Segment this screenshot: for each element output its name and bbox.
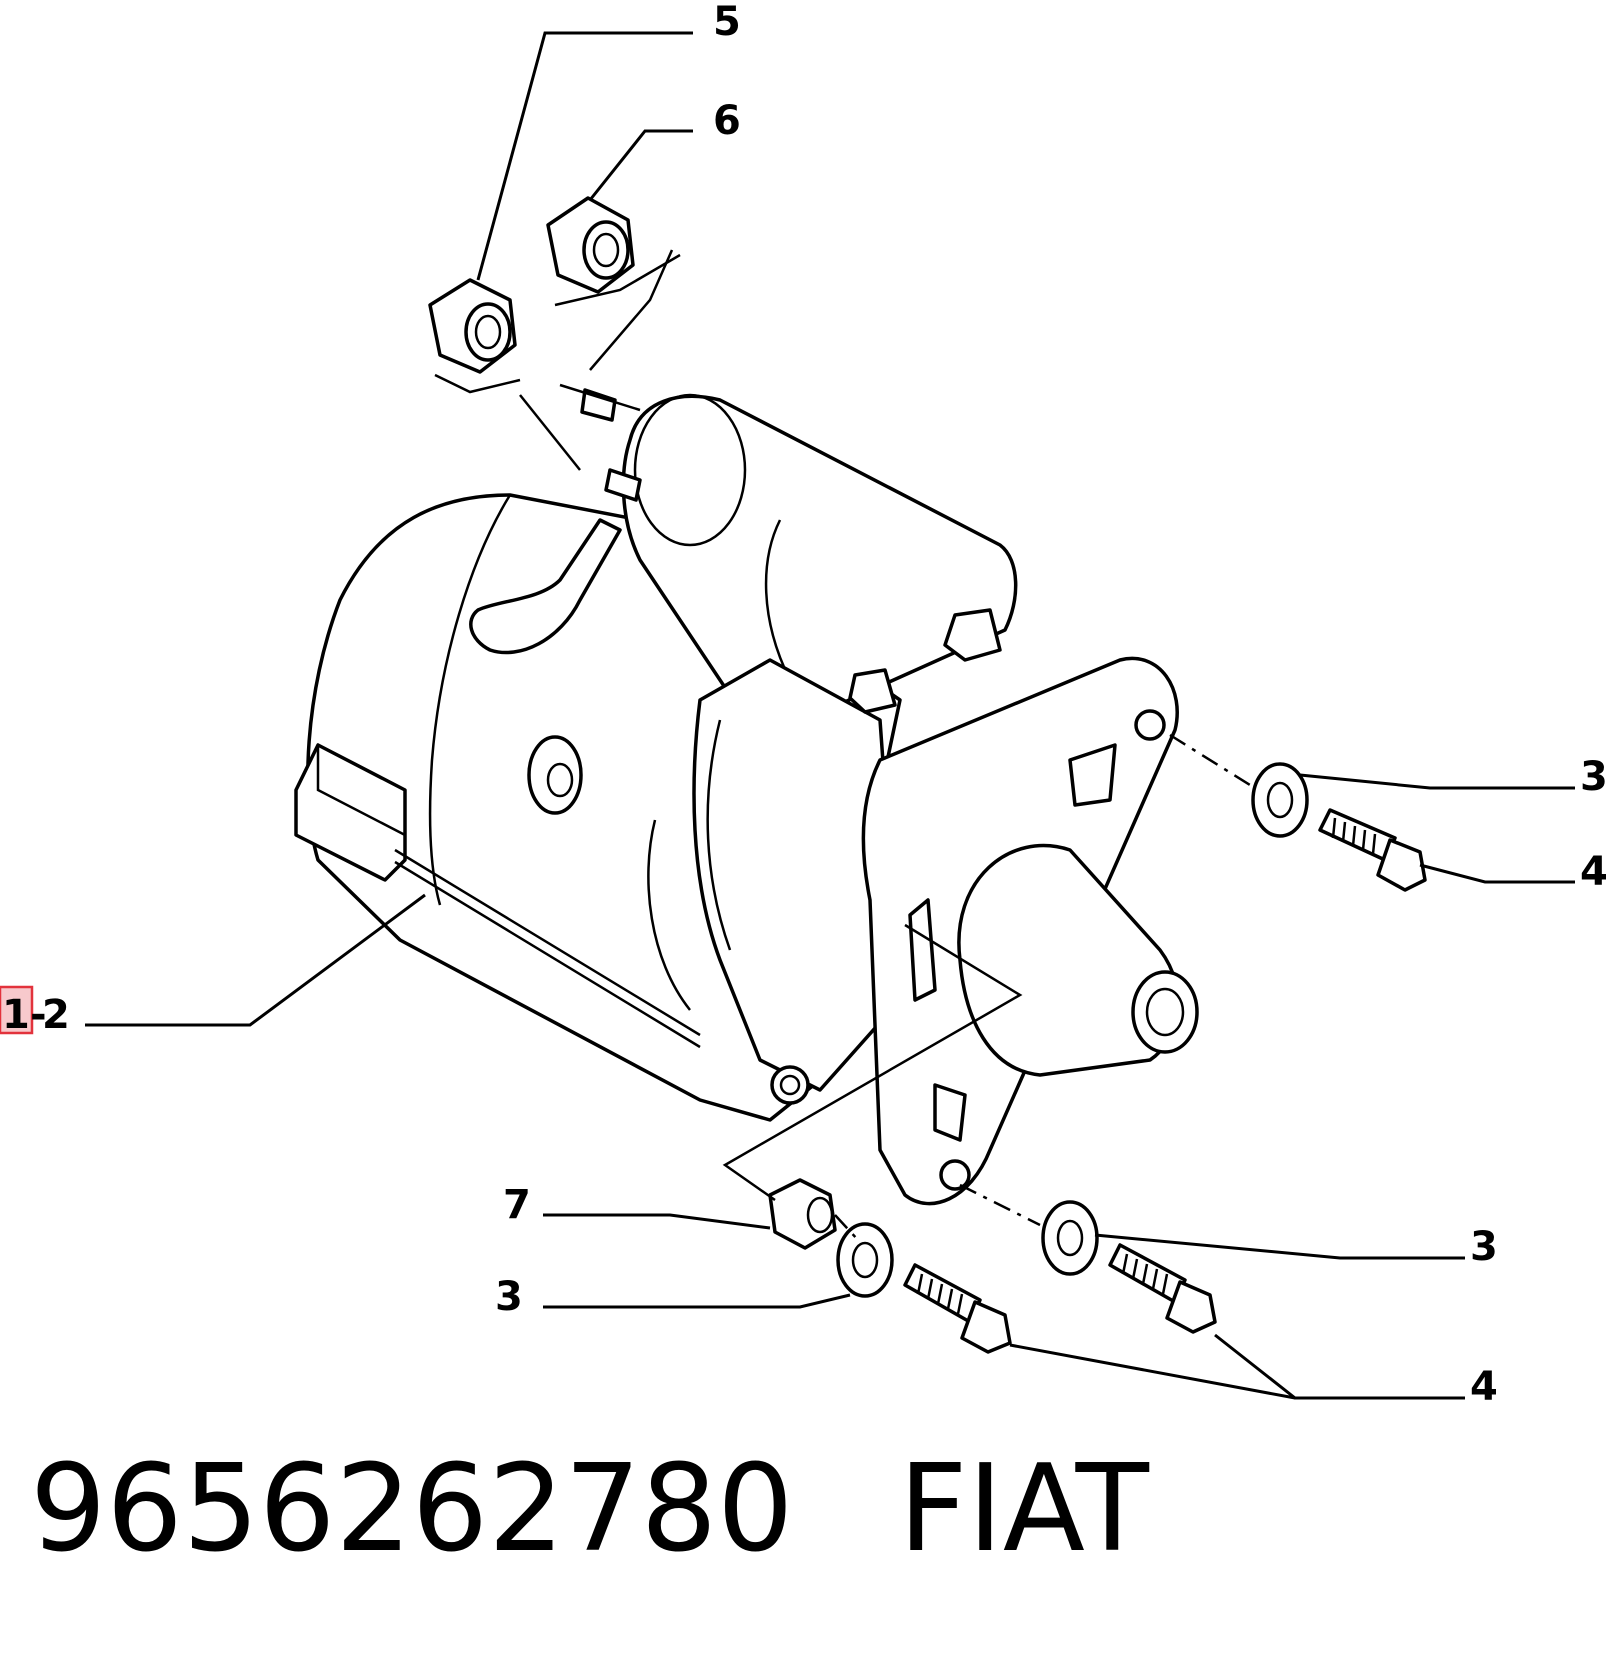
callout-5: 5 (713, 0, 741, 45)
callout-2: 2 (42, 992, 70, 1038)
callout-6: 6 (713, 98, 741, 144)
washer-icon (1251, 762, 1309, 838)
brand-name: FIAT (898, 1440, 1149, 1579)
washer-icon (836, 1222, 894, 1298)
starter-motor-drawing (294, 383, 1199, 1206)
callout-3-bottom-left: 3 (495, 1274, 523, 1320)
nut-icon (546, 196, 635, 294)
callout-4-top-right: 4 (1580, 849, 1608, 895)
callout-3-top-right: 3 (1580, 754, 1608, 800)
nut-icon (428, 278, 517, 374)
callout-7: 7 (503, 1182, 531, 1228)
callout-separator: - (30, 992, 47, 1038)
bushing-icon (768, 1178, 837, 1250)
callout-1: 1 (2, 992, 30, 1038)
bolt-icon (1318, 808, 1427, 892)
bolt-icon (1108, 1243, 1217, 1334)
bolt-icon (903, 1263, 1012, 1354)
callout-3-bottom-right: 3 (1470, 1224, 1498, 1270)
part-number: 9656262780 (30, 1440, 794, 1579)
leader-lines (85, 31, 1575, 1400)
callout-1-highlight (0, 985, 34, 1035)
callout-4-bottom-right: 4 (1470, 1364, 1498, 1410)
washer-icon (1041, 1200, 1099, 1276)
